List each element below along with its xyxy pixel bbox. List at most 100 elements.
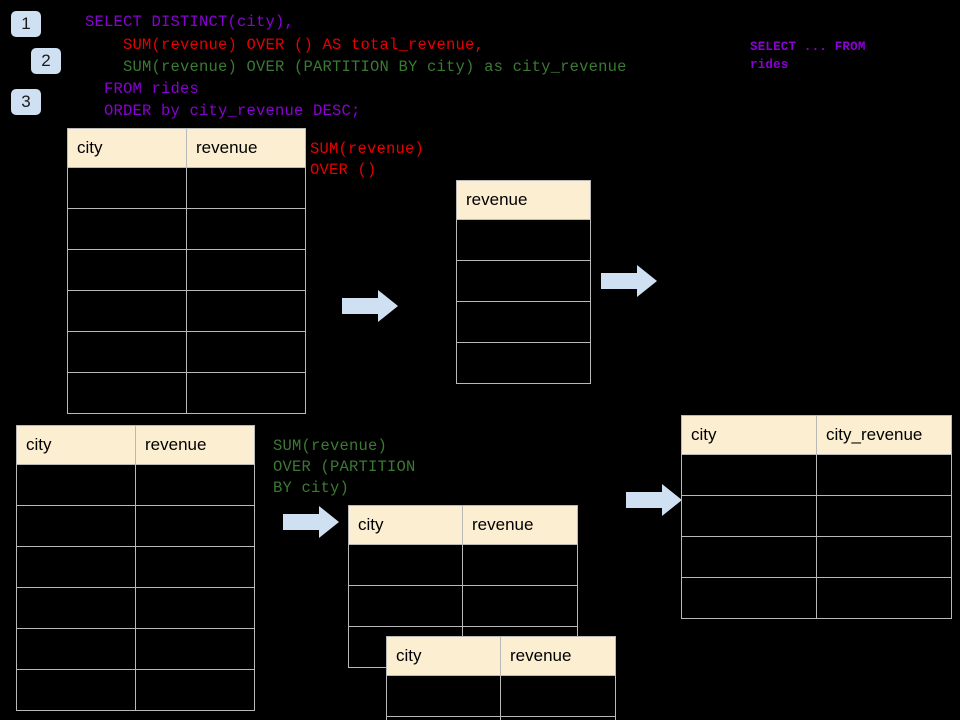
table-cell [456, 260, 591, 302]
table-cell [67, 331, 187, 373]
step-badge-2: 2 [31, 48, 61, 74]
table-row [67, 249, 306, 291]
column-header-city: city [67, 128, 187, 168]
table-partition-front: city revenue [386, 636, 616, 720]
table-cell [16, 628, 136, 670]
table-cell [135, 628, 255, 670]
table-row [67, 290, 306, 332]
column-header-revenue: revenue [500, 636, 616, 676]
arrow-top-right-icon [601, 264, 657, 298]
table-row [681, 454, 952, 496]
table-row [456, 342, 591, 384]
table-row [386, 675, 616, 717]
table-cell [67, 249, 187, 291]
table-body [67, 167, 306, 414]
column-header-revenue: revenue [462, 505, 578, 545]
annotation-sum-over-empty: SUM(revenue) OVER () [310, 140, 425, 179]
table-row [386, 716, 616, 720]
column-header-revenue: revenue [135, 425, 255, 465]
table-row [16, 464, 255, 506]
table-body [16, 464, 255, 711]
table-cell [456, 342, 591, 384]
table-row [16, 587, 255, 629]
table-cell [500, 716, 616, 720]
table-cell [186, 372, 306, 414]
column-header-city-revenue: city_revenue [816, 415, 952, 455]
table-row [67, 167, 306, 209]
step-badge-1: 1 [11, 11, 41, 37]
sql-line-from: FROM rides [85, 80, 200, 98]
table-body [386, 675, 616, 720]
table-row [16, 505, 255, 547]
table-row [67, 331, 306, 373]
table-cell [816, 454, 952, 496]
table-source-bottom: city revenue [16, 425, 255, 711]
sql-line-order-by: ORDER by city_revenue DESC; [85, 102, 361, 120]
table-row [67, 372, 306, 414]
column-header-city: city [681, 415, 817, 455]
table-cell [681, 536, 817, 578]
sql-line-city-revenue: SUM(revenue) OVER (PARTITION BY city) as… [85, 58, 627, 76]
table-header-row: revenue [456, 180, 591, 220]
table-cell [135, 464, 255, 506]
column-header-revenue: revenue [186, 128, 306, 168]
table-cell [456, 301, 591, 343]
sql-line-total-revenue: SUM(revenue) OVER () AS total_revenue, [85, 36, 485, 54]
table-cell [16, 546, 136, 588]
table-row [16, 628, 255, 670]
table-cell [386, 716, 501, 720]
table-cell [681, 577, 817, 619]
arrow-bottom-left-icon [283, 505, 339, 539]
table-header-row: city city_revenue [681, 415, 952, 455]
table-cell [67, 372, 187, 414]
table-row [456, 219, 591, 261]
table-cell [348, 585, 463, 627]
table-cell [681, 495, 817, 537]
table-source-top: city revenue [67, 128, 306, 414]
table-row [67, 208, 306, 250]
annotation-select-from-rides: SELECT ... FROM rides [750, 40, 866, 72]
table-cell [681, 454, 817, 496]
table-cell [462, 585, 578, 627]
table-row [456, 260, 591, 302]
table-header-row: city revenue [67, 128, 306, 168]
table-cell [456, 219, 591, 261]
table-cell [186, 167, 306, 209]
table-cell [135, 587, 255, 629]
table-cell [186, 249, 306, 291]
table-header-row: city revenue [16, 425, 255, 465]
table-cell [16, 505, 136, 547]
table-cell [135, 505, 255, 547]
table-cell [16, 464, 136, 506]
column-header-city: city [348, 505, 463, 545]
table-body [456, 219, 591, 384]
annotation-sum-over-partition: SUM(revenue) OVER (PARTITION BY city) [273, 437, 416, 497]
table-row [681, 536, 952, 578]
table-cell [67, 167, 187, 209]
table-header-row: city revenue [386, 636, 616, 676]
table-body [681, 454, 952, 619]
table-row [456, 301, 591, 343]
table-cell [135, 669, 255, 711]
table-result: city city_revenue [681, 415, 952, 619]
table-cell [67, 290, 187, 332]
table-cell [386, 675, 501, 717]
table-row [16, 669, 255, 711]
column-header-city: city [386, 636, 501, 676]
table-cell [816, 577, 952, 619]
table-cell [135, 546, 255, 588]
table-cell [16, 587, 136, 629]
table-row [681, 495, 952, 537]
table-cell [816, 536, 952, 578]
table-row [681, 577, 952, 619]
sql-line-select: SELECT DISTINCT(city), [85, 13, 295, 31]
table-cell [186, 208, 306, 250]
table-cell [186, 290, 306, 332]
table-cell [16, 669, 136, 711]
table-row [16, 546, 255, 588]
table-cell [186, 331, 306, 373]
table-header-row: city revenue [348, 505, 578, 545]
table-cell [348, 544, 463, 586]
arrow-bottom-right-icon [626, 483, 682, 517]
